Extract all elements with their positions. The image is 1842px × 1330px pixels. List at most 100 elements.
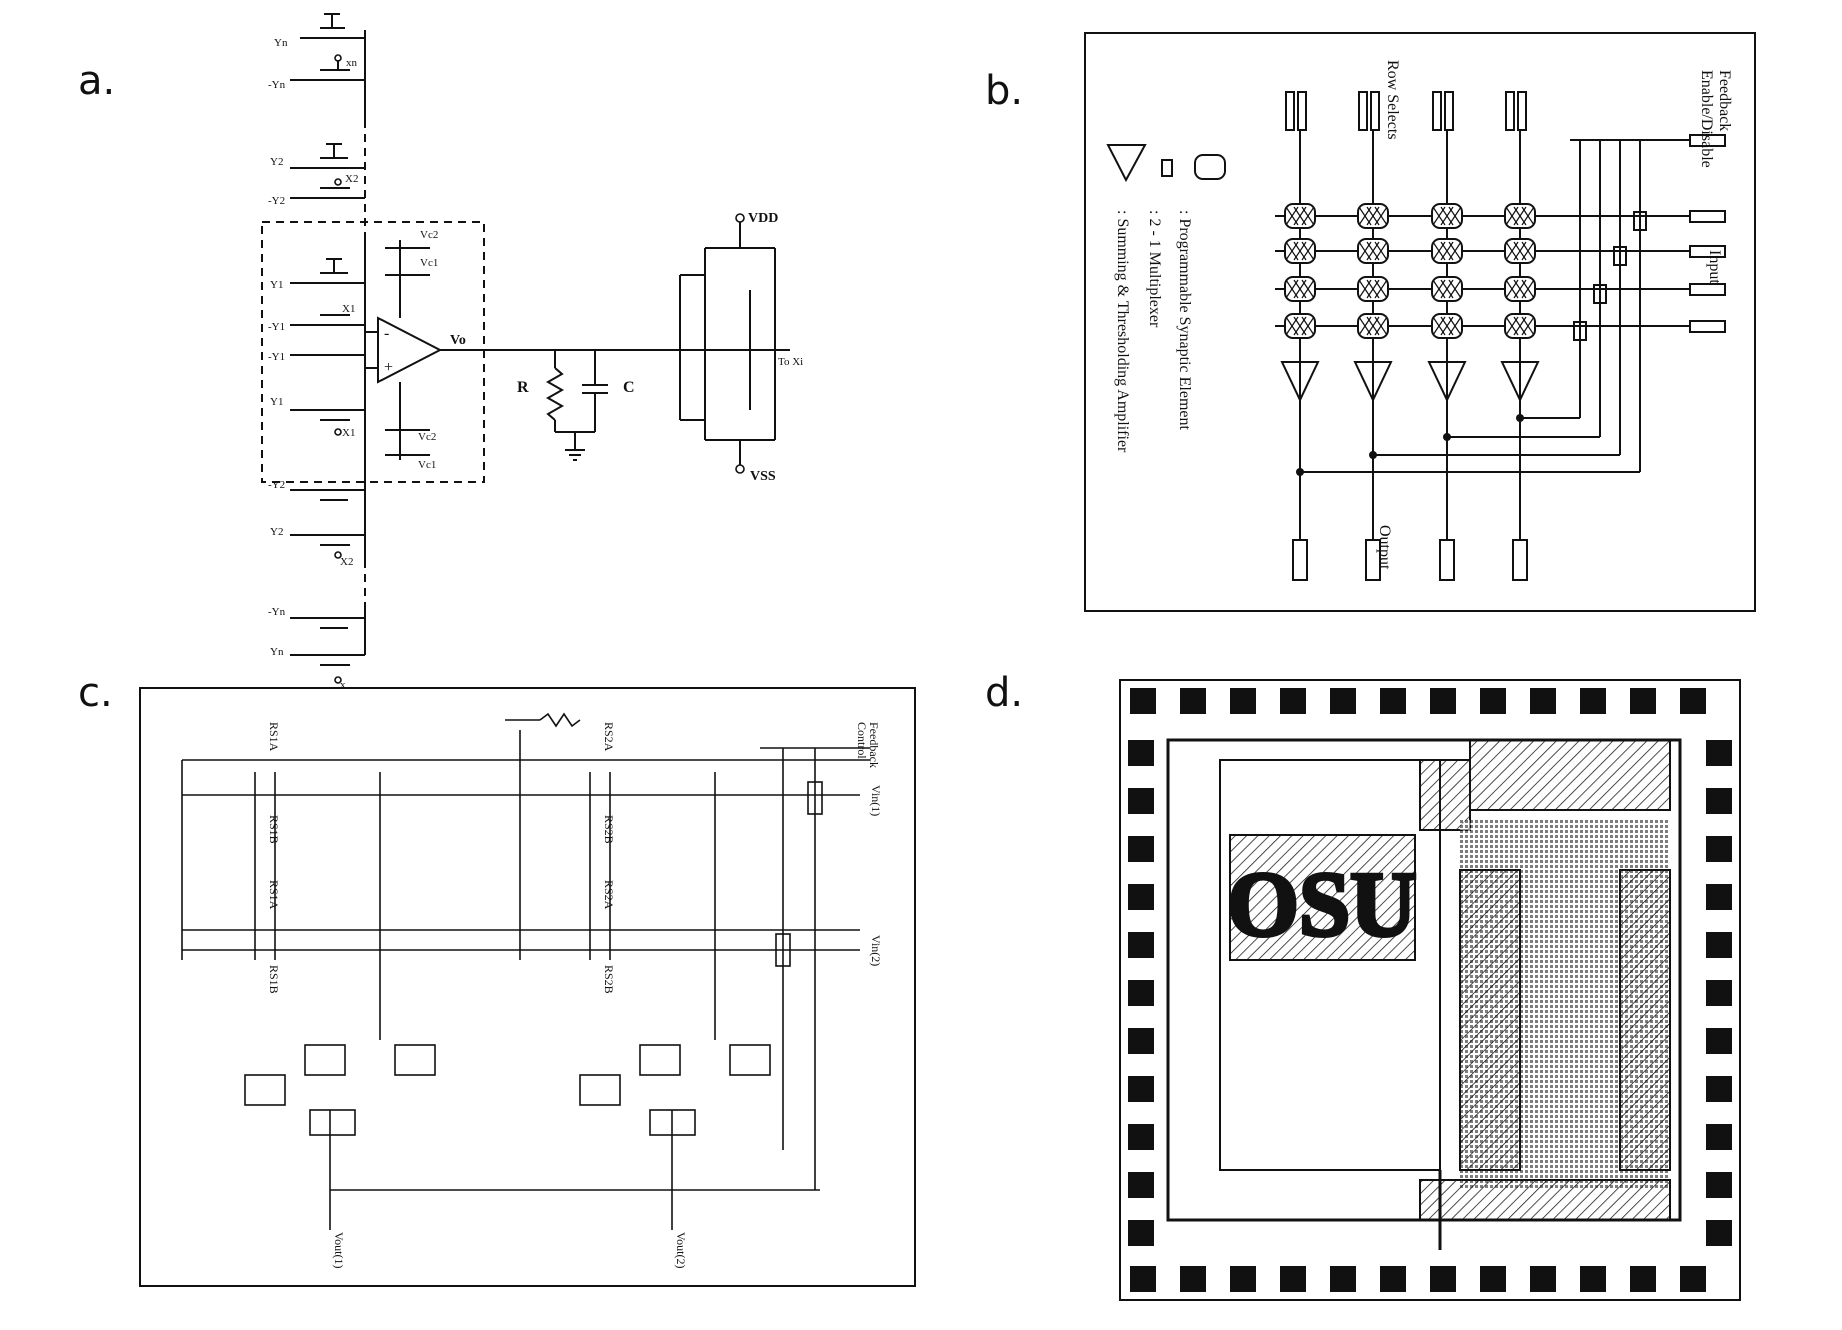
bond-pad: [1130, 1266, 1156, 1292]
label-neg-yn: -Yn: [268, 79, 286, 91]
legend-synapse-symbol: [1194, 154, 1226, 180]
label-vo: Vo: [450, 333, 466, 348]
panel-b-frame: [1084, 32, 1756, 612]
osu-logo-text: OSU: [1227, 853, 1416, 955]
bond-pad: [1630, 688, 1656, 714]
bond-pad: [1180, 688, 1206, 714]
bond-pad: [1630, 1266, 1656, 1292]
label-x2-lower: X2: [340, 556, 353, 568]
label-yn: Yn: [274, 37, 288, 49]
bond-pad: [1706, 836, 1732, 862]
bond-pad: [1180, 1266, 1206, 1292]
label-rs2a-bottom: RS2A: [602, 880, 616, 910]
bond-pad: [1706, 740, 1732, 766]
bond-pad: [1230, 1266, 1256, 1292]
bond-pad: [1430, 1266, 1456, 1292]
label-x-bottom: x: [340, 679, 346, 691]
label-neg-y2: -Y2: [268, 195, 285, 207]
label-y2-lower: Y2: [270, 526, 283, 538]
synapse-columns: [1275, 91, 1726, 581]
bond-pad: [1706, 980, 1732, 1006]
label-vss: VSS: [750, 469, 776, 484]
label-x1-top: X1: [342, 303, 355, 315]
panel-a-neuron-circuit: Yn -Yn xn Y2 -Y2 X2 Y1 X1 -Y1 -Y1 Y1 X1 …: [261, 13, 803, 691]
bond-pad: [1706, 1220, 1732, 1246]
opamp-minus: -: [384, 325, 389, 342]
bond-pad: [1706, 1076, 1732, 1102]
legend-amp-text: : Summing & Thresholding Amplifier: [1114, 210, 1131, 453]
label-x1-bottom: X1: [342, 427, 355, 439]
label-to-xi: To Xi: [778, 356, 803, 368]
label-y2: Y2: [270, 156, 283, 168]
label-vc2-bottom: Vc2: [418, 431, 436, 443]
label-neg-y2-lower: -Y2: [268, 479, 285, 491]
label-rs1b-bottom: RS1B: [267, 965, 281, 994]
bond-pad: [1330, 688, 1356, 714]
label-vc2-top: Vc2: [420, 229, 438, 241]
label-input: Input: [1706, 250, 1723, 284]
legend-amp-symbol: [1106, 144, 1147, 183]
label-vc1-top: Vc1: [420, 257, 438, 269]
label-row-selects: Row Selects: [1384, 60, 1401, 140]
label-feedback: Feedback: [1716, 70, 1733, 131]
label-r: R: [517, 379, 529, 396]
label-y1-bottom: Y1: [270, 396, 283, 408]
label-control-c: Control: [855, 722, 869, 759]
bond-pad: [1706, 932, 1732, 958]
label-rs1a-bottom: RS1A: [267, 880, 281, 910]
legend-mux-symbol: [1161, 159, 1173, 177]
bond-pad: [1128, 1076, 1154, 1102]
label-y1-top: Y1: [270, 279, 283, 291]
bond-pad: [1230, 688, 1256, 714]
bond-pad: [1128, 1172, 1154, 1198]
bond-pad: [1128, 836, 1154, 862]
label-c: C: [623, 379, 635, 396]
label-vin1: Vin(1): [869, 785, 883, 816]
bond-pad: [1128, 884, 1154, 910]
label-rs2a-top: RS2A: [602, 722, 616, 752]
bond-pad: [1280, 1266, 1306, 1292]
label-vout1: Vout(1): [332, 1232, 346, 1268]
bond-pad: [1128, 1220, 1154, 1246]
bond-pad: [1706, 1172, 1732, 1198]
panel-d-label: d.: [985, 670, 1024, 716]
legend-mux-text: : 2 - 1 Multiplexer: [1146, 210, 1163, 328]
label-yn-lower: Yn: [270, 646, 284, 658]
osu-logo-block: [1229, 834, 1416, 961]
label-enable-disable: Enable/Disable: [1698, 70, 1715, 168]
panel-b-label: b.: [985, 68, 1024, 114]
label-vout2: Vout(2): [674, 1232, 688, 1268]
panel-a-label: a.: [78, 58, 116, 104]
bond-pad: [1530, 688, 1556, 714]
bond-pad: [1530, 1266, 1556, 1292]
label-rs1a-top: RS1A: [267, 722, 281, 752]
label-neg-y1-a: -Y1: [268, 321, 285, 333]
bond-pad: [1128, 932, 1154, 958]
bond-pad: [1706, 788, 1732, 814]
bond-pad: [1380, 1266, 1406, 1292]
label-neg-y1-b: -Y1: [268, 351, 285, 363]
bond-pad: [1580, 688, 1606, 714]
bond-pad: [1280, 688, 1306, 714]
label-rs1b-top: RS1B: [267, 815, 281, 844]
opamp-plus: +: [384, 359, 393, 376]
bond-pad: [1128, 980, 1154, 1006]
panel-d-chip-micrograph: OSU: [1119, 679, 1741, 1301]
bond-pads: [1128, 688, 1732, 1292]
label-rs2b-top: RS2B: [602, 815, 616, 844]
bond-pad: [1706, 1124, 1732, 1150]
label-vc1-bottom: Vc1: [418, 459, 436, 471]
bond-pad: [1430, 688, 1456, 714]
label-neg-yn-lower: -Yn: [268, 606, 286, 618]
panel-c-frame: [139, 687, 916, 1287]
bond-pad: [1128, 788, 1154, 814]
bond-pad: [1580, 1266, 1606, 1292]
bond-pad: [1480, 688, 1506, 714]
opamp-symbol: [377, 316, 443, 384]
panel-b-array-diagram: : Programmable Synaptic Element : 2 - 1 …: [1084, 32, 1756, 612]
bond-pad: [1680, 1266, 1706, 1292]
label-rs2b-bottom: RS2B: [602, 965, 616, 994]
bond-pad: [1128, 1124, 1154, 1150]
bond-pad: [1706, 1028, 1732, 1054]
